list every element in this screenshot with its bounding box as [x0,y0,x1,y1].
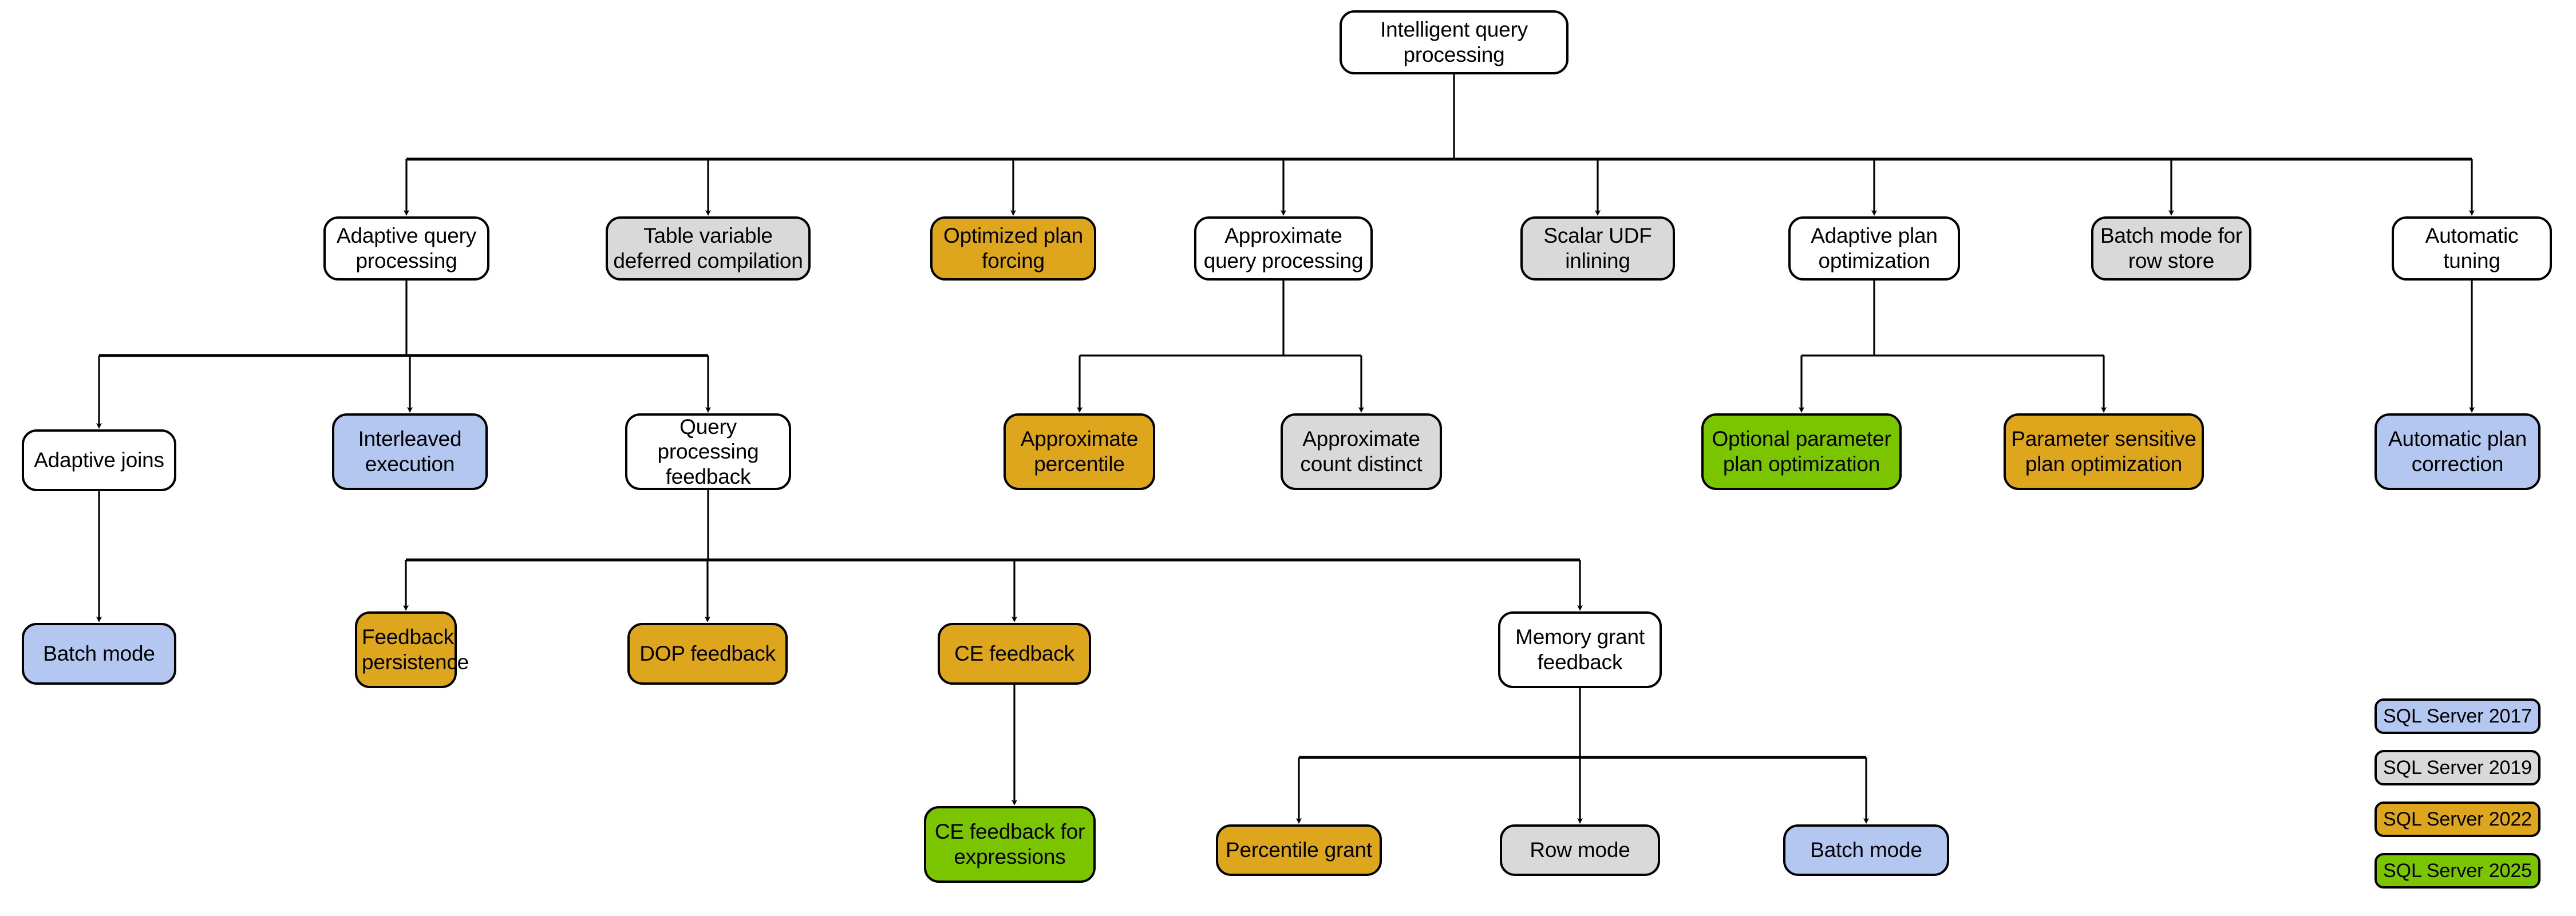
node-fbpersist[interactable]: Feedback persistence [355,611,469,688]
node-label: Feedback persistence [362,625,469,674]
node-label: Approximate count distinct [1300,427,1423,476]
node-label: Memory grant feedback [1515,625,1645,674]
node-label: Batch mode [1810,838,1922,862]
legend-label: SQL Server 2019 [2383,756,2532,779]
node-adaptjoins[interactable]: Adaptive joins [22,429,176,491]
node-cefbexpr[interactable]: CE feedback for expressions [924,806,1096,883]
node-label: Percentile grant [1226,838,1372,862]
node-label: Approximate percentile [1020,427,1139,476]
node-apo[interactable]: Adaptive plan optimization [1788,216,1960,281]
node-rowmode[interactable]: Row mode [1500,824,1660,876]
node-qpf[interactable]: Query processing feedback [625,413,791,490]
node-batchmode1[interactable]: Batch mode [22,623,176,685]
node-label: Table variable deferred compilation [613,224,803,273]
node-approxpct[interactable]: Approximate percentile [1003,413,1155,490]
node-dopfb[interactable]: DOP feedback [627,623,788,685]
legend-item-sql-server-2025: SQL Server 2025 [2374,853,2541,889]
node-label: Batch mode for row store [2100,224,2243,273]
legend-item-sql-server-2022: SQL Server 2022 [2374,802,2541,837]
node-label: DOP feedback [639,642,776,666]
node-label: Scalar UDF inlining [1543,224,1652,273]
node-udf[interactable]: Scalar UDF inlining [1520,216,1675,281]
node-approxqp[interactable]: Approximate query processing [1194,216,1373,281]
node-label: Automatic tuning [2425,224,2519,273]
node-batchmode2[interactable]: Batch mode [1783,824,1949,876]
node-label: Row mode [1530,838,1630,862]
node-label: Optimized plan forcing [943,224,1083,273]
node-tvdc[interactable]: Table variable deferred compilation [606,216,811,281]
node-label: Adaptive plan optimization [1811,224,1938,273]
node-approxcd[interactable]: Approximate count distinct [1281,413,1442,490]
node-mgf[interactable]: Memory grant feedback [1498,611,1662,688]
node-label: Optional parameter plan optimization [1712,427,1891,476]
node-label: Query processing feedback [657,414,759,488]
node-pctgrant[interactable]: Percentile grant [1216,824,1382,876]
node-label: Adaptive joins [34,448,164,472]
node-label: Intelligent query processing [1380,18,1528,66]
legend-label: SQL Server 2017 [2383,705,2532,727]
node-aqp[interactable]: Adaptive query processing [323,216,489,281]
node-label: CE feedback [954,642,1074,666]
node-apc[interactable]: Automatic plan correction [2374,413,2541,490]
node-label: Approximate query processing [1203,224,1364,273]
node-bmrs[interactable]: Batch mode for row store [2091,216,2251,281]
node-label: Automatic plan correction [2388,427,2527,476]
node-cefb[interactable]: CE feedback [938,623,1091,685]
node-oppo[interactable]: Optional parameter plan optimization [1701,413,1902,490]
node-pspo[interactable]: Parameter sensitive plan optimization [2004,413,2204,490]
node-label: Batch mode [43,642,155,666]
node-autotune[interactable]: Automatic tuning [2392,216,2552,281]
node-label: Adaptive query processing [336,224,477,273]
node-label: CE feedback for expressions [934,820,1085,868]
node-opf[interactable]: Optimized plan forcing [930,216,1096,281]
node-root[interactable]: Intelligent query processing [1340,10,1568,74]
legend-label: SQL Server 2022 [2383,808,2532,830]
node-interleaved[interactable]: Interleaved execution [332,413,488,490]
legend-item-sql-server-2017: SQL Server 2017 [2374,698,2541,734]
legend-label: SQL Server 2025 [2383,859,2532,882]
node-label: Interleaved execution [358,427,462,476]
legend-item-sql-server-2019: SQL Server 2019 [2374,750,2541,785]
node-label: Parameter sensitive plan optimization [2011,427,2196,476]
